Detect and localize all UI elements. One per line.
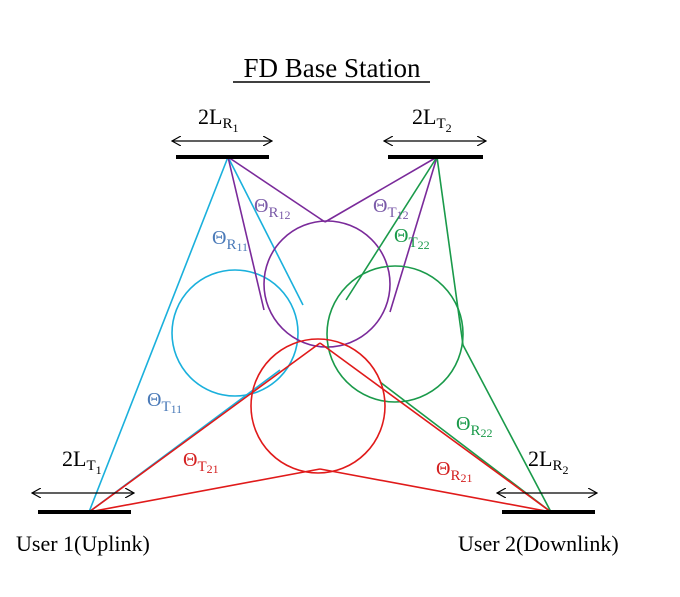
user2-label: User 2(Downlink) [458, 531, 619, 556]
svg-text:2LT1: 2LT1 [62, 446, 102, 477]
beam-purple [227, 156, 438, 348]
array-r1-subsub: 1 [232, 121, 238, 135]
beam-ellipse-green [326, 265, 464, 403]
array-t1-main: 2L [62, 446, 86, 471]
array-r1: 2LR1 [172, 104, 272, 159]
array-t2-subsub: 2 [446, 121, 452, 135]
angle-r12: ΘR12 [254, 195, 290, 222]
angle-t21: ΘT21 [183, 449, 219, 476]
svg-text:2LR1: 2LR1 [198, 104, 238, 135]
array-t1-subsub: 1 [96, 463, 102, 477]
angle-r22: ΘR22 [456, 413, 492, 440]
user1-label: User 1(Uplink) [16, 531, 150, 556]
array-t1: 2LT1 [32, 446, 134, 514]
array-t1-sub: T [86, 458, 95, 474]
angle-r11: ΘR11 [212, 227, 248, 254]
array-t2-main: 2L [412, 104, 436, 129]
array-r2-sub: R [552, 458, 562, 474]
array-r2: 2LR2 [497, 446, 597, 514]
svg-text:2LR2: 2LR2 [528, 446, 568, 477]
angle-t22: ΘT22 [394, 225, 430, 252]
array-r2-main: 2L [528, 446, 552, 471]
angle-t12: ΘT12 [373, 195, 409, 222]
angle-r21: ΘR21 [436, 458, 472, 485]
svg-text:2LT2: 2LT2 [412, 104, 452, 135]
beam-ellipse-red [250, 338, 386, 474]
beam-ellipse-cyan [171, 269, 299, 397]
array-r1-sub: R [222, 116, 232, 132]
angle-t11: ΘT11 [147, 389, 182, 416]
array-t2-sub: T [436, 116, 445, 132]
diagram-title: FD Base Station [243, 53, 421, 83]
array-r1-main: 2L [198, 104, 222, 129]
beam-ellipse-purple [263, 220, 391, 348]
beam-red [88, 338, 552, 513]
array-r2-subsub: 2 [562, 463, 568, 477]
array-t2: 2LT2 [384, 104, 486, 159]
